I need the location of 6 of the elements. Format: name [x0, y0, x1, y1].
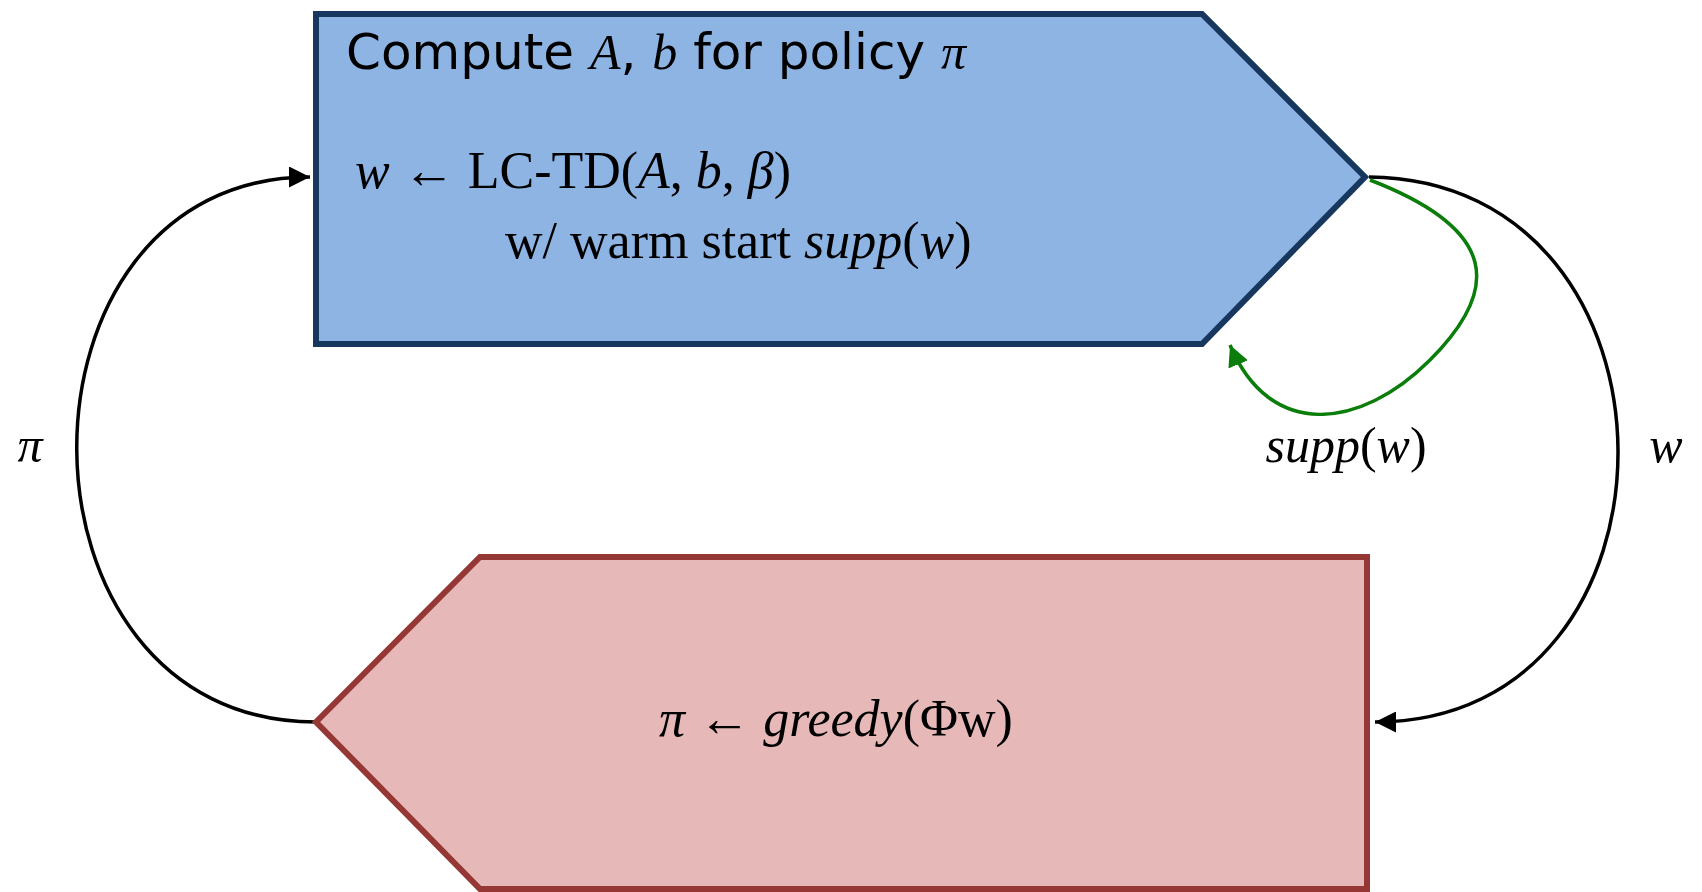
curved-arrow: [1368, 175, 1620, 730]
curved-arrow: [1228, 178, 1479, 417]
box-heading: Compute A, b for policy π: [346, 23, 966, 81]
formula-text: w/ warm start supp(w): [505, 211, 972, 270]
formula-text: w ← LC-TD(A, b, β): [355, 141, 792, 200]
formula-text: π ← greedy(Φw): [659, 689, 1013, 748]
